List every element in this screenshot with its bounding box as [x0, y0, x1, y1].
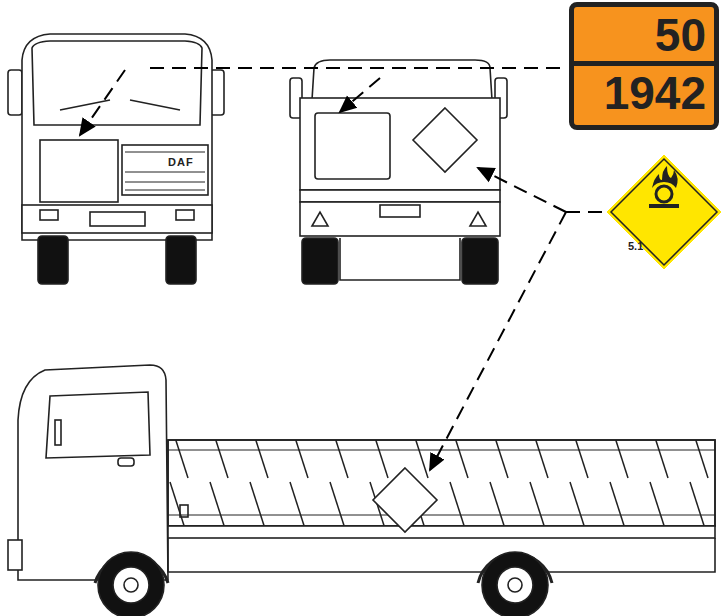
plate-divider — [574, 61, 714, 66]
class-number: 5.1 — [628, 240, 643, 252]
label-diamond — [604, 152, 721, 272]
orange-plate: 501942 — [569, 2, 719, 130]
hazard-number: 1942 — [604, 65, 706, 121]
hazard-label: 5.1 — [604, 152, 721, 272]
brand-badge: DAF — [166, 156, 196, 168]
hazard-number: 50 — [655, 7, 706, 63]
